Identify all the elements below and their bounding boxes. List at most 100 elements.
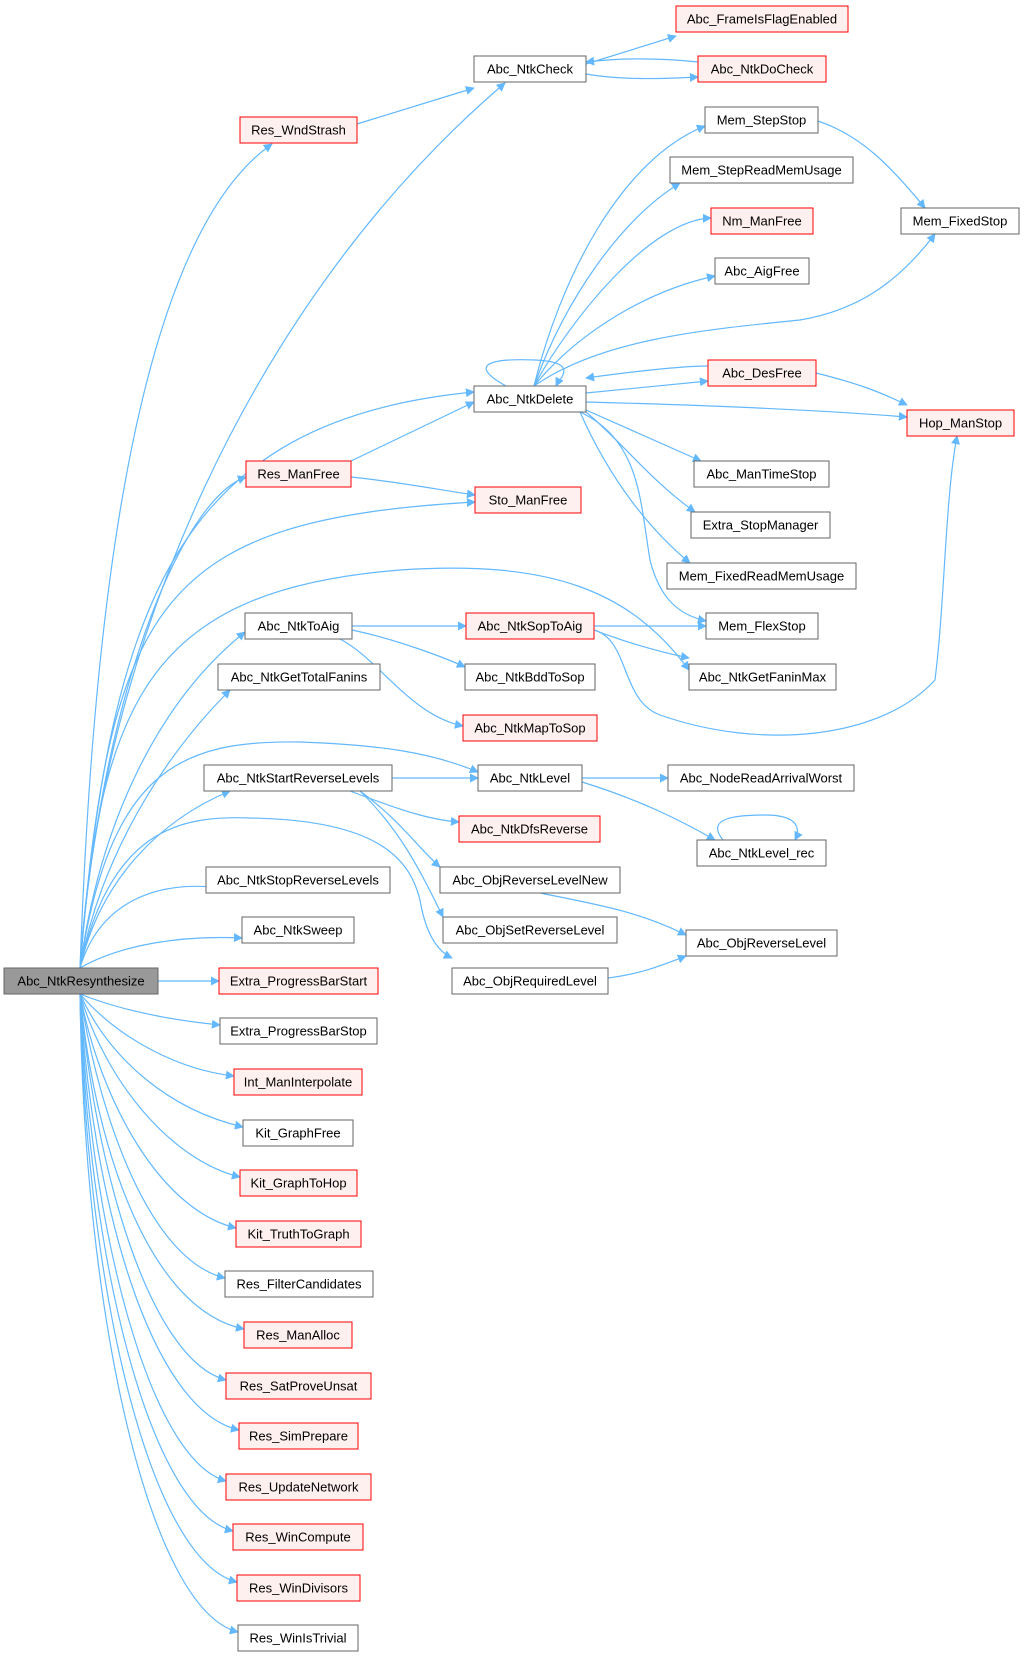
node-box[interactable] (217, 663, 381, 691)
node-box[interactable] (225, 1372, 372, 1400)
node-box[interactable] (225, 1473, 372, 1501)
node-res-manalloc[interactable]: Res_ManAlloc (243, 1321, 353, 1349)
node-box[interactable] (667, 764, 855, 792)
node-res-windivisors[interactable]: Res_WinDivisors (236, 1574, 361, 1602)
node-box[interactable] (704, 106, 819, 134)
node-box[interactable] (666, 562, 857, 590)
node-box[interactable] (465, 612, 595, 640)
node-box[interactable] (442, 916, 618, 944)
node-abc-ntkstopreverselevels[interactable]: Abc_NtkStopReverseLevels (205, 866, 391, 894)
node-mem-stepstop[interactable]: Mem_StepStop (704, 106, 819, 134)
node-abc-frameisflagenabled[interactable]: Abc_FrameIsFlagEnabled (675, 5, 849, 33)
node-abc-objreverselevel[interactable]: Abc_ObjReverseLevel (685, 929, 838, 957)
node-abc-ntkresynthesize[interactable]: Abc_NtkResynthesize (3, 967, 159, 995)
node-box[interactable] (900, 207, 1020, 235)
node-res-simprepare[interactable]: Res_SimPrepare (238, 1422, 359, 1450)
node-box[interactable] (245, 460, 352, 488)
node-abc-objreverselevelnew[interactable]: Abc_ObjReverseLevelNew (439, 866, 621, 894)
node-box[interactable] (239, 116, 358, 144)
node-box[interactable] (232, 1523, 364, 1551)
node-box[interactable] (203, 764, 393, 792)
node-res-filtercandidates[interactable]: Res_FilterCandidates (224, 1270, 374, 1298)
node-box[interactable] (906, 409, 1015, 437)
node-res-wincompute[interactable]: Res_WinCompute (232, 1523, 364, 1551)
node-box[interactable] (697, 55, 827, 83)
node-extra-progressbarstop[interactable]: Extra_ProgressBarStop (219, 1017, 378, 1045)
node-box[interactable] (224, 1270, 374, 1298)
node-res-manfree[interactable]: Res_ManFree (245, 460, 352, 488)
node-box[interactable] (458, 815, 601, 843)
node-box[interactable] (205, 866, 391, 894)
node-box[interactable] (705, 612, 819, 640)
node-abc-ntktoaig[interactable]: Abc_NtkToAig (244, 612, 353, 640)
node-box[interactable] (242, 1119, 354, 1147)
node-kit-graphtohop[interactable]: Kit_GraphToHop (239, 1169, 358, 1197)
node-abc-ntkbddtosop[interactable]: Abc_NtkBddToSop (464, 663, 596, 691)
node-box[interactable] (244, 612, 353, 640)
node-box[interactable] (688, 663, 837, 691)
node-abc-ntksoptoaig[interactable]: Abc_NtkSopToAig (465, 612, 595, 640)
node-box[interactable] (233, 1068, 363, 1096)
node-abc-ntklevel-rec[interactable]: Abc_NtkLevel_rec (696, 839, 827, 867)
node-box[interactable] (473, 55, 587, 83)
node-box[interactable] (669, 156, 854, 184)
node-kit-truthtograph[interactable]: Kit_TruthToGraph (235, 1220, 362, 1248)
node-box[interactable] (241, 916, 355, 944)
node-box[interactable] (696, 839, 827, 867)
node-mem-fixedstop[interactable]: Mem_FixedStop (900, 207, 1020, 235)
node-extra-progressbarstart[interactable]: Extra_ProgressBarStart (218, 967, 379, 995)
node-mem-stepreadmemusage[interactable]: Mem_StepReadMemUsage (669, 156, 854, 184)
node-box[interactable] (236, 1574, 361, 1602)
node-box[interactable] (714, 257, 810, 285)
node-abc-ntkdocheck[interactable]: Abc_NtkDoCheck (697, 55, 827, 83)
node-box[interactable] (464, 663, 596, 691)
node-box[interactable] (219, 1017, 378, 1045)
node-box[interactable] (237, 1624, 359, 1652)
node-kit-graphfree[interactable]: Kit_GraphFree (242, 1119, 354, 1147)
node-box[interactable] (707, 359, 817, 387)
node-box[interactable] (710, 207, 814, 235)
node-abc-desfree[interactable]: Abc_DesFree (707, 359, 817, 387)
node-box[interactable] (239, 1169, 358, 1197)
node-res-satproveunsat[interactable]: Res_SatProveUnsat (225, 1372, 372, 1400)
node-box[interactable] (474, 486, 582, 514)
node-mem-flexstop[interactable]: Mem_FlexStop (705, 612, 819, 640)
node-abc-ntksweep[interactable]: Abc_NtkSweep (241, 916, 355, 944)
node-box[interactable] (218, 967, 379, 995)
node-abc-nodereadarrivalworst[interactable]: Abc_NodeReadArrivalWorst (667, 764, 855, 792)
node-sto-manfree[interactable]: Sto_ManFree (474, 486, 582, 514)
node-abc-aigfree[interactable]: Abc_AigFree (714, 257, 810, 285)
node-res-wndstrash[interactable]: Res_WndStrash (239, 116, 358, 144)
node-box[interactable] (462, 714, 598, 742)
node-abc-ntkdfsreverse[interactable]: Abc_NtkDfsReverse (458, 815, 601, 843)
node-box[interactable] (451, 967, 609, 995)
node-abc-ntkstartreverselevels[interactable]: Abc_NtkStartReverseLevels (203, 764, 393, 792)
node-hop-manstop[interactable]: Hop_ManStop (906, 409, 1015, 437)
node-nm-manfree[interactable]: Nm_ManFree (710, 207, 814, 235)
node-abc-ntkgettotalfanins[interactable]: Abc_NtkGetTotalFanins (217, 663, 381, 691)
node-res-updatenetwork[interactable]: Res_UpdateNetwork (225, 1473, 372, 1501)
node-box[interactable] (235, 1220, 362, 1248)
node-box[interactable] (690, 511, 831, 539)
node-box[interactable] (477, 764, 583, 792)
node-abc-objrequiredlevel[interactable]: Abc_ObjRequiredLevel (451, 967, 609, 995)
node-abc-ntkdelete[interactable]: Abc_NtkDelete (473, 385, 587, 413)
node-abc-mantimestop[interactable]: Abc_ManTimeStop (693, 460, 830, 488)
node-res-winistrivial[interactable]: Res_WinIsTrivial (237, 1624, 359, 1652)
node-abc-objsetreverselevel[interactable]: Abc_ObjSetReverseLevel (442, 916, 618, 944)
node-abc-ntkgetfaninmax[interactable]: Abc_NtkGetFaninMax (688, 663, 837, 691)
node-box[interactable] (243, 1321, 353, 1349)
node-extra-stopmanager[interactable]: Extra_StopManager (690, 511, 831, 539)
node-box[interactable] (473, 385, 587, 413)
node-abc-ntklevel[interactable]: Abc_NtkLevel (477, 764, 583, 792)
node-int-maninterpolate[interactable]: Int_ManInterpolate (233, 1068, 363, 1096)
node-box[interactable] (238, 1422, 359, 1450)
node-box[interactable] (439, 866, 621, 894)
node-box[interactable] (3, 967, 159, 995)
node-abc-ntkmaptosop[interactable]: Abc_NtkMapToSop (462, 714, 598, 742)
node-abc-ntkcheck[interactable]: Abc_NtkCheck (473, 55, 587, 83)
node-box[interactable] (685, 929, 838, 957)
node-mem-fixedreadmemusage[interactable]: Mem_FixedReadMemUsage (666, 562, 857, 590)
node-box[interactable] (693, 460, 830, 488)
node-box[interactable] (675, 5, 849, 33)
